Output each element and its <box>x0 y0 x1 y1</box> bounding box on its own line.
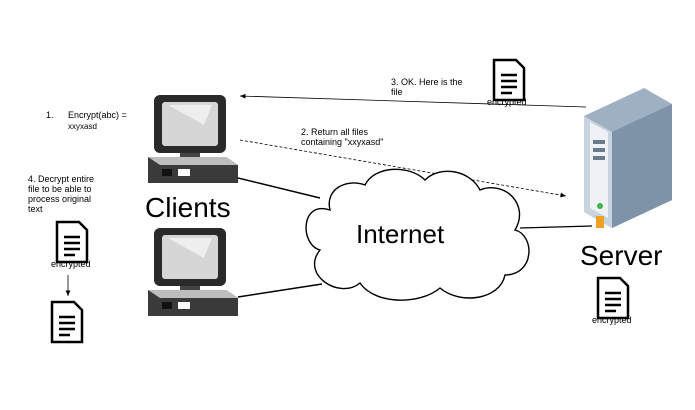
desktop-computer-icon <box>148 95 238 183</box>
link-client-bottom-internet <box>237 283 323 298</box>
desktop-computer-icon <box>148 228 238 316</box>
document-icon <box>50 300 84 344</box>
clients-label: Clients <box>145 192 231 223</box>
step1-text: Encrypt(abc) = <box>68 110 127 120</box>
step2-label: 2. Return all files containing "xxyxasd" <box>301 127 384 148</box>
step1-number: 1. <box>46 110 54 120</box>
server-label: Server <box>580 240 663 271</box>
arrow-client-to-server <box>239 139 567 198</box>
arrow-server-to-client <box>239 93 587 108</box>
server-tower-icon <box>584 88 672 228</box>
doc-label-server: encrypted <box>592 315 632 325</box>
step4-label: 4. Decrypt entire file to be able to pro… <box>28 174 95 215</box>
internet-label: Internet <box>356 219 445 249</box>
link-internet-server <box>519 225 593 229</box>
doc-label-client: encrypted <box>51 259 91 269</box>
cloud-icon <box>305 168 530 301</box>
step1-value: xxyxasd <box>68 122 97 131</box>
document-icon <box>596 276 630 320</box>
doc-label-step3: encrypted <box>487 97 527 107</box>
document-icon <box>492 58 526 102</box>
document-icon <box>55 220 89 264</box>
link-client-top-internet <box>237 177 321 199</box>
step3-label: 3. OK. Here is the file <box>391 77 463 98</box>
